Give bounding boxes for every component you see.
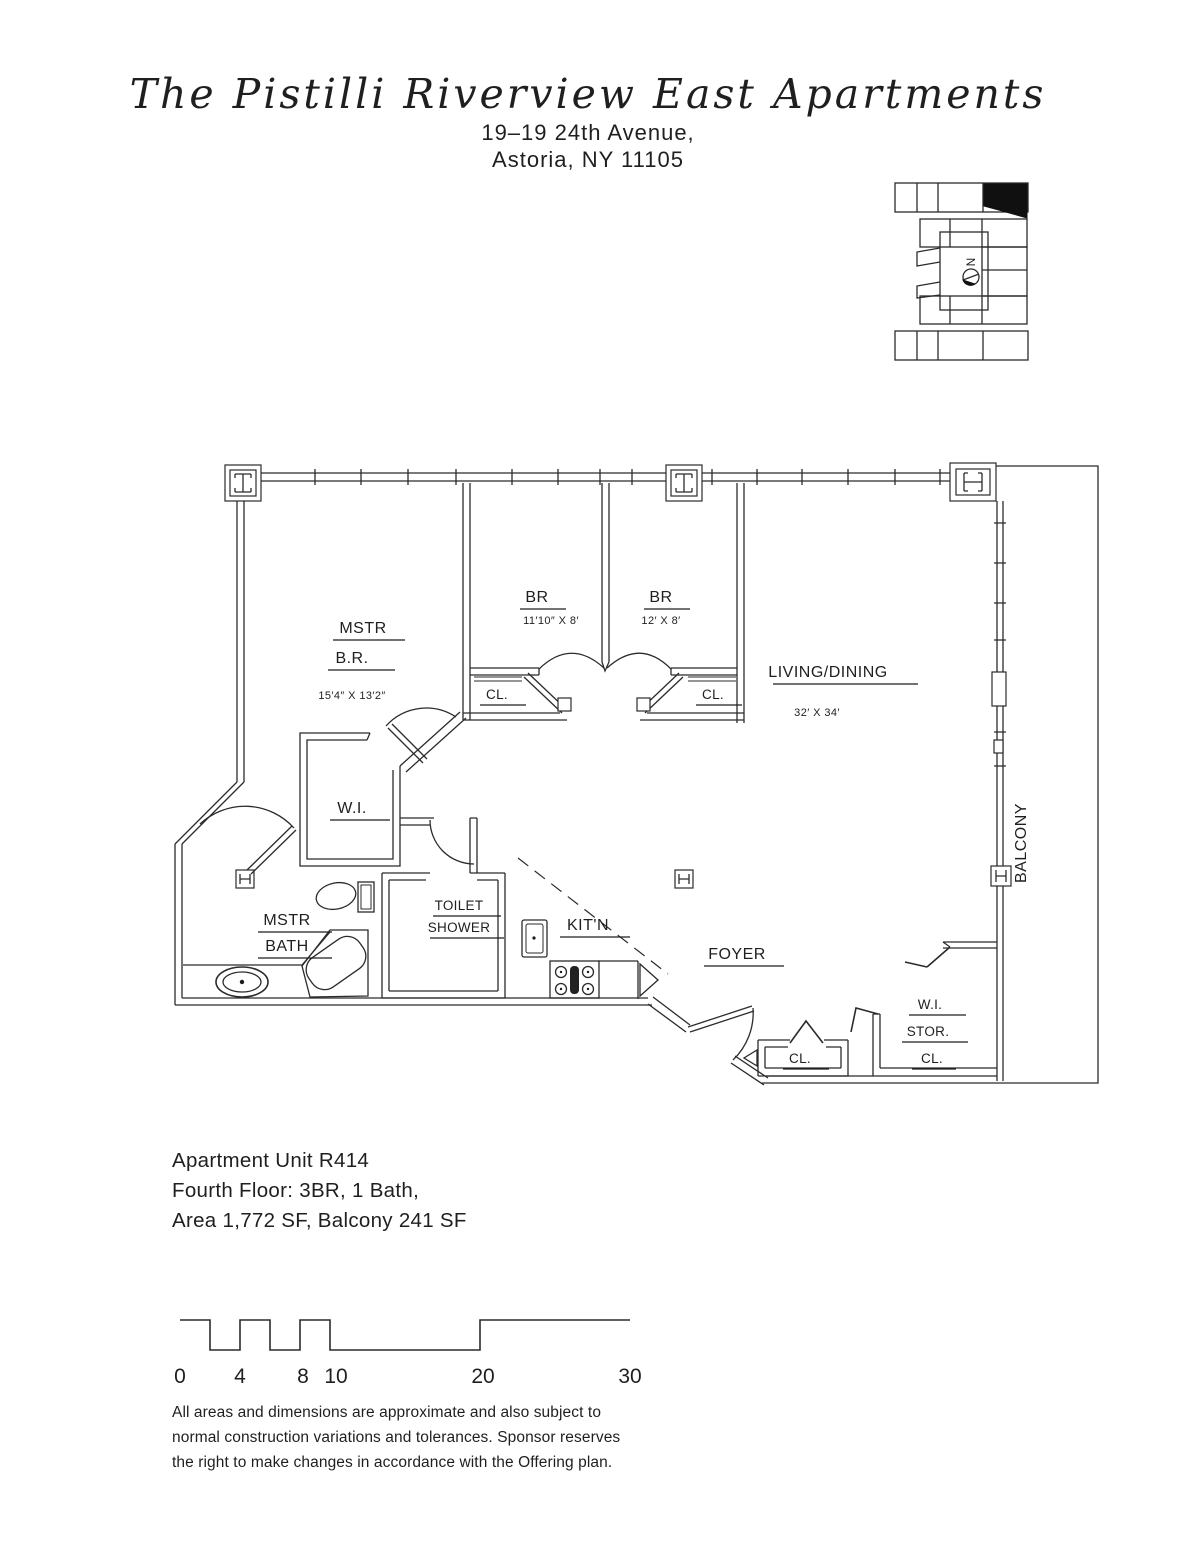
unit-info-line-1: Apartment Unit R414 [172, 1149, 369, 1172]
room-label-balcony: BALCONY [1013, 803, 1030, 883]
column-icon [674, 869, 694, 889]
room-labels: MSTR B.R. 15′4″ X 13′2″ BR 11′10″ X 8′ B… [258, 589, 968, 1070]
master-bath-fixtures [183, 881, 375, 998]
dim-br3: 12′ X 8′ [641, 615, 680, 627]
room-label-cl-foyer: CL. [789, 1051, 811, 1066]
room-label-mstr-bath-1: MSTR [263, 912, 310, 929]
address-line-2: Astoria, NY 11105 [492, 147, 684, 172]
door-marker-icon [639, 962, 659, 998]
column-icon [235, 869, 255, 889]
kitchen-sink-icon [521, 919, 548, 958]
scale-label-0: 0 [174, 1365, 186, 1388]
scale-label-8: 8 [297, 1365, 309, 1388]
entry-door [639, 962, 758, 1068]
room-label-toilet-1: TOILET [435, 898, 484, 913]
bathtub-icon [301, 929, 369, 998]
door-marker-icon [742, 1048, 758, 1068]
stove-icon [549, 960, 600, 999]
room-label-toilet-2: SHOWER [428, 920, 491, 935]
room-label-br2: BR [525, 589, 548, 606]
scale-label-30: 30 [618, 1365, 641, 1388]
room-label-cl-br3: CL. [702, 687, 724, 702]
room-label-br3: BR [649, 589, 672, 606]
key-plan: N [894, 182, 1029, 361]
room-label-wi-stor-1: W.I. [918, 997, 942, 1012]
room-label-foyer: FOYER [708, 946, 766, 963]
room-label-mstr-br-2: B.R. [335, 650, 368, 667]
unit-location-marker [983, 183, 1028, 219]
room-label-mstr-br-1: MSTR [339, 620, 386, 637]
address-line-1: 19–19 24th Avenue, [481, 120, 694, 145]
scale-bar: 0 4 8 10 20 30 [174, 1319, 642, 1388]
scale-label-4: 4 [234, 1365, 246, 1388]
disclaimer: All areas and dimensions are approximate… [172, 1404, 620, 1471]
unit-info-line-3: Area 1,772 SF, Balcony 241 SF [172, 1209, 467, 1232]
page-title: The Pistilli Riverview East Apartments [130, 70, 1047, 118]
room-label-kitchen: KIT'N [567, 917, 609, 934]
balcony-outline [990, 465, 1099, 1084]
dim-living-dining: 32′ X 34′ [794, 707, 840, 719]
interior-walls [199, 483, 997, 1077]
scale-label-20: 20 [471, 1365, 494, 1388]
disclaimer-line-3: the right to make changes in accordance … [172, 1454, 612, 1471]
toilet-icon [315, 881, 375, 913]
structural-columns [224, 462, 1012, 889]
column-icon [224, 464, 262, 502]
room-label-walk-in: W.I. [337, 800, 367, 817]
room-label-wi-stor-2: STOR. [907, 1024, 950, 1039]
kitchen-fixtures [521, 919, 600, 999]
column-icon [665, 464, 703, 502]
room-label-mstr-bath-2: BATH [265, 938, 308, 955]
disclaimer-line-1: All areas and dimensions are approximate… [172, 1404, 601, 1421]
scale-label-10: 10 [324, 1365, 347, 1388]
disclaimer-line-2: normal construction variations and toler… [172, 1429, 620, 1446]
column-icon [949, 462, 997, 502]
dim-br2: 11′10″ X 8′ [523, 615, 579, 627]
room-label-cl-br2: CL. [486, 687, 508, 702]
north-label: N [964, 258, 978, 267]
unit-info: Apartment Unit R414 Fourth Floor: 3BR, 1… [172, 1149, 467, 1232]
dim-mstr-br: 15′4″ X 13′2″ [318, 690, 385, 702]
room-label-living-dining: LIVING/DINING [768, 664, 887, 681]
column-icon [990, 865, 1012, 887]
sink-icon [215, 966, 269, 998]
exterior-walls [174, 469, 1007, 1086]
unit-info-line-2: Fourth Floor: 3BR, 1 Bath, [172, 1179, 419, 1202]
north-compass-icon: N [962, 258, 980, 286]
room-label-wi-stor-3: CL. [921, 1051, 943, 1066]
